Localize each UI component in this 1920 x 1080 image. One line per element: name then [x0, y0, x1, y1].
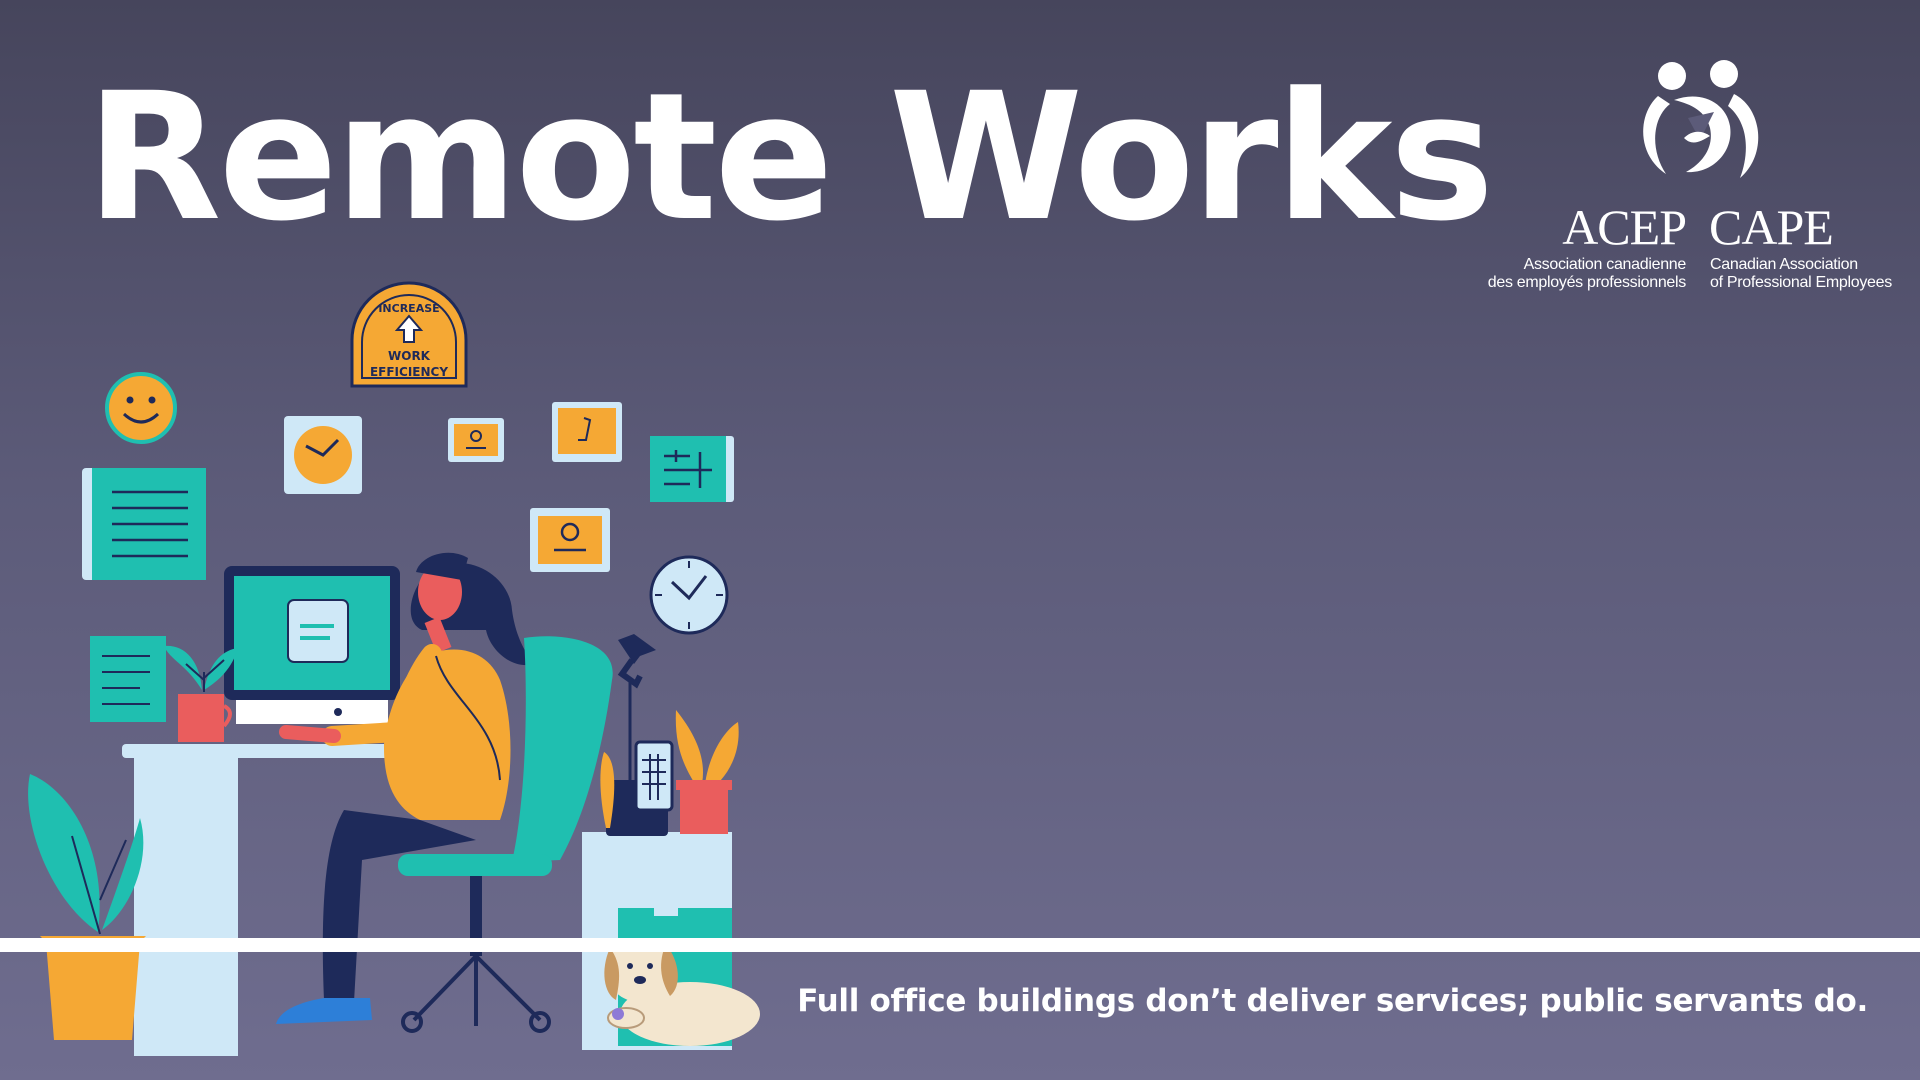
badge-line3: EFFICIENCY: [370, 365, 448, 379]
wall-clock-icon: [649, 555, 729, 635]
badge-line1: INCREASE: [378, 302, 439, 315]
logo-name-fr-line2: des employés professionnels: [1487, 274, 1687, 291]
floor-line: [0, 938, 1920, 952]
logo-name-en-line1: Canadian Association: [1710, 256, 1858, 273]
office-chair: [398, 636, 613, 1033]
logo-name-en-line2: of Professional Employees: [1710, 274, 1892, 291]
chart-card-icon: [552, 402, 622, 462]
profile-card-icon: [448, 418, 504, 462]
clock-card-icon: [284, 416, 362, 494]
smiley-icon: [105, 372, 177, 444]
desk: [122, 744, 442, 1056]
logo-name-en: Canadian Association of Professional Emp…: [1710, 256, 1892, 292]
cape-logo-mark-icon: [1643, 60, 1759, 178]
document-small-icon: [90, 636, 166, 722]
floor-plant-icon: [28, 774, 146, 1040]
computer-monitor-icon: [224, 566, 400, 724]
cape-logo: ACEP CAPE Association canadienne des emp…: [1488, 56, 1900, 296]
badge-line2: WORK: [388, 349, 431, 363]
page-title: Remote Works: [86, 55, 1494, 260]
profile-card-icon-2: [530, 508, 610, 572]
plant-desk-icon: [164, 645, 238, 742]
worker-figure: [276, 552, 534, 1024]
desk-phone-icon: [600, 740, 674, 836]
efficiency-badge: INCREASE WORK EFFICIENCY: [350, 281, 468, 388]
logo-name-fr: Association canadienne des employés prof…: [1487, 256, 1687, 292]
plant-cabinet-icon: [675, 710, 739, 834]
calendar-card-icon: [650, 436, 734, 502]
document-list-icon: [82, 468, 206, 580]
logo-acronym-fr: ACEP: [1562, 199, 1687, 255]
tagline: Full office buildings don’t deliver serv…: [797, 983, 1868, 1019]
dog-icon: [604, 938, 760, 1046]
remote-worker-illustration: INCREASE WORK EFFICIENCY: [28, 281, 760, 1056]
logo-name-fr-line1: Association canadienne: [1523, 256, 1687, 273]
logo-acronym-en: CAPE: [1709, 199, 1834, 255]
